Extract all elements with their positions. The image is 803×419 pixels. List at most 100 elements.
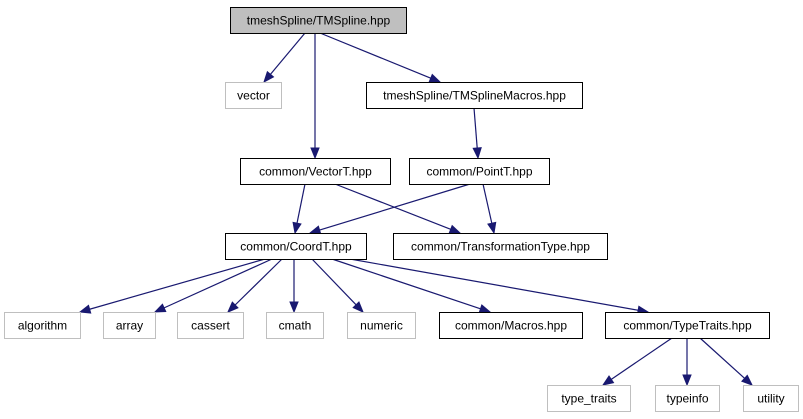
edge-line	[473, 107, 478, 149]
node-box	[103, 312, 156, 339]
node-box	[347, 312, 416, 339]
node-label: vector	[237, 89, 270, 103]
node-label: numeric	[360, 319, 403, 333]
node-label: common/PointT.hpp	[426, 165, 532, 179]
node-macros[interactable]: common/Macros.hpp	[439, 312, 583, 339]
node-label: common/TypeTraits.hpp	[623, 319, 752, 333]
node-box	[409, 158, 550, 185]
node-utility: utility	[743, 385, 799, 412]
arrowhead-icon	[227, 301, 239, 313]
node-label: cassert	[191, 319, 230, 333]
node-coordt[interactable]: common/CoordT.hpp	[225, 233, 367, 260]
node-algorithm: algorithm	[4, 312, 81, 339]
edge-line	[319, 183, 471, 231]
node-box	[225, 82, 282, 109]
arrowhead-icon	[487, 221, 497, 235]
edge-line	[319, 32, 431, 79]
edge-tmspline-to-vectort	[310, 33, 320, 160]
node-pointt[interactable]: common/PointT.hpp	[409, 158, 550, 185]
edge-vectort-to-coordt	[292, 183, 306, 235]
arrowhead-icon	[352, 301, 364, 313]
arrowhead-icon	[428, 73, 442, 83]
node-label: common/Macros.hpp	[455, 319, 567, 333]
node-label: algorithm	[18, 319, 67, 333]
node-label: array	[116, 319, 143, 333]
node-box	[743, 385, 799, 412]
edge-tmsplinemacros-to-pointt	[472, 107, 482, 160]
edge-line	[699, 337, 745, 379]
arrowhead-icon	[682, 374, 692, 387]
node-box	[266, 312, 324, 339]
arrowhead-icon	[741, 374, 753, 386]
edge-pointt-to-coordt	[308, 183, 471, 235]
arrowhead-icon	[78, 304, 92, 314]
node-cassert: cassert	[177, 312, 244, 339]
arrowhead-icon	[289, 301, 299, 314]
arrowhead-icon	[601, 375, 615, 386]
node-box	[605, 312, 770, 339]
node-typetraitshpp[interactable]: common/TypeTraits.hpp	[605, 312, 770, 339]
node-label: cmath	[279, 319, 312, 333]
edge-coordt-to-array	[153, 258, 273, 313]
edge-coordt-to-numeric	[311, 258, 364, 313]
node-box	[655, 385, 720, 412]
edge-typetraitshpp-to-type-traits	[601, 337, 673, 386]
node-tmsplinemacros[interactable]: tmeshSpline/TMSplineMacros.hpp	[366, 82, 583, 109]
node-box	[4, 312, 81, 339]
edge-coordt-to-algorithm	[78, 258, 266, 314]
edge-line	[163, 258, 273, 309]
arrowhead-icon	[310, 147, 320, 160]
node-label: utility	[757, 392, 784, 406]
edge-line	[482, 183, 493, 224]
edge-typetraitshpp-to-typeinfo	[682, 338, 692, 387]
edge-pointt-to-transformationtype	[482, 183, 497, 235]
edge-coordt-to-cassert	[227, 258, 283, 313]
edge-line	[349, 258, 639, 311]
node-tmspline[interactable]: tmeshSpline/TMSpline.hpp	[230, 7, 407, 34]
node-vectort[interactable]: common/VectorT.hpp	[240, 158, 391, 185]
node-box	[177, 312, 244, 339]
node-label: common/CoordT.hpp	[240, 240, 352, 254]
node-transformationtype[interactable]: common/TransformationType.hpp	[393, 233, 608, 260]
edges	[78, 32, 753, 387]
node-label: type_traits	[561, 392, 616, 406]
edge-line	[331, 258, 481, 310]
node-cmath: cmath	[266, 312, 324, 339]
arrowhead-icon	[448, 224, 462, 234]
node-label: typeinfo	[666, 392, 708, 406]
node-typeinfo: typeinfo	[655, 385, 720, 412]
edge-tmspline-to-tmsplinemacros	[319, 32, 442, 83]
edge-line	[610, 337, 673, 380]
edge-line	[234, 258, 283, 306]
arrowhead-icon	[263, 70, 275, 84]
node-label: tmeshSpline/TMSplineMacros.hpp	[383, 89, 566, 103]
arrowhead-icon	[478, 304, 492, 314]
edge-coordt-to-cmath	[289, 259, 299, 314]
node-box	[393, 233, 608, 260]
edge-vectort-to-transformationtype	[334, 183, 462, 234]
node-label: common/TransformationType.hpp	[411, 240, 590, 254]
nodes: tmeshSpline/TMSpline.hpp vector tmeshSplin…	[4, 7, 799, 412]
node-box	[439, 312, 583, 339]
node-label: tmeshSpline/TMSpline.hpp	[247, 14, 391, 28]
node-box	[547, 385, 631, 412]
edge-typetraitshpp-to-utility	[699, 337, 753, 386]
edge-line	[269, 32, 306, 75]
arrowhead-icon	[308, 225, 322, 235]
node-box	[230, 7, 407, 34]
edge-line	[334, 183, 451, 230]
node-array: array	[103, 312, 156, 339]
edge-line	[296, 183, 306, 224]
edge-coordt-to-typetraitshpp	[349, 258, 650, 315]
edge-line	[89, 258, 266, 310]
node-numeric: numeric	[347, 312, 416, 339]
node-box	[366, 82, 583, 109]
node-type-traits: type_traits	[547, 385, 631, 412]
node-label: common/VectorT.hpp	[259, 165, 372, 179]
node-box	[240, 158, 391, 185]
edge-tmspline-to-vector	[263, 32, 306, 84]
arrowhead-icon	[472, 147, 482, 160]
node-box	[225, 233, 367, 260]
arrowhead-icon	[153, 303, 167, 313]
